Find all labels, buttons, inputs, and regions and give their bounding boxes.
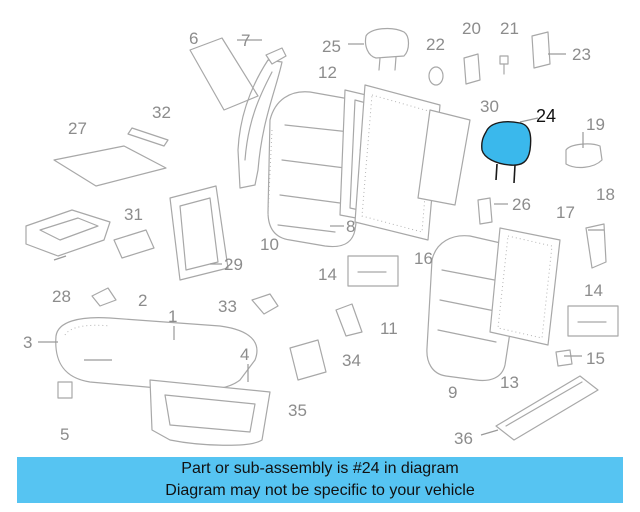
callout-36: 36 — [454, 429, 473, 448]
callout-6: 6 — [189, 29, 198, 48]
part-4-seat-frame — [149, 379, 271, 446]
part-2-clip — [91, 287, 117, 307]
part-18-latch — [585, 223, 607, 269]
callout-30: 30 — [480, 97, 499, 116]
callout-2: 2 — [138, 291, 147, 310]
part-21-bolt — [499, 55, 509, 75]
part-30-backrest-board — [417, 109, 471, 206]
callout-17: 17 — [556, 203, 575, 222]
callout-4: 4 — [240, 345, 249, 364]
leader-lines — [38, 39, 604, 436]
part-23-bracket — [531, 31, 551, 69]
part-31-cover — [113, 229, 155, 259]
part-34-bracket — [335, 303, 363, 337]
part-33-bracket — [251, 293, 279, 315]
callout-3: 3 — [23, 333, 32, 352]
callout-10: 10 — [260, 235, 279, 254]
part-15-clip — [555, 349, 573, 367]
callout-19: 19 — [586, 115, 605, 134]
callout-14a: 14 — [318, 265, 337, 284]
callout-27: 27 — [68, 119, 87, 138]
part-35-bracket — [289, 339, 327, 381]
callout-31: 31 — [124, 205, 143, 224]
part-19-handle — [565, 143, 603, 169]
callout-21: 21 — [500, 19, 519, 38]
callout-5: 5 — [60, 425, 69, 444]
part-7-clip — [265, 47, 287, 65]
callout-15: 15 — [586, 349, 605, 368]
part-29-armrest-frame — [169, 185, 229, 281]
part-5-hook — [57, 381, 73, 399]
callout-12: 12 — [318, 63, 337, 82]
callout-1: 1 — [168, 307, 177, 326]
part-32-strip — [127, 127, 169, 147]
callout-8: 8 — [346, 217, 355, 236]
banner-line-2: Diagram may not be specific to your vehi… — [165, 482, 475, 499]
part-14-fastener-box-1 — [347, 255, 399, 287]
callout-16: 16 — [414, 249, 433, 268]
callout-29: 29 — [224, 255, 243, 274]
callout-14b: 14 — [584, 281, 603, 300]
part-6-bracket-outline — [189, 37, 259, 111]
callout-7: 7 — [241, 31, 250, 50]
callout-28: 28 — [52, 287, 71, 306]
part-17-backrest-frame-right — [489, 227, 561, 346]
callout-18: 18 — [596, 185, 615, 204]
part-36-rail — [495, 375, 599, 441]
callout-26: 26 — [512, 195, 531, 214]
callout-23: 23 — [572, 45, 591, 64]
callout-22: 22 — [426, 35, 445, 54]
part-22-cap — [428, 66, 444, 86]
part-26-bushing — [477, 197, 493, 225]
callout-13: 13 — [500, 373, 519, 392]
part-16-backrest-panel — [354, 84, 441, 241]
info-banner: Part or sub-assembly is #24 in diagram D… — [17, 457, 623, 503]
part-27-pad — [53, 145, 167, 187]
callout-24-highlighted: 24 — [536, 106, 556, 126]
part-25-headrest — [364, 27, 410, 71]
part-14-fastener-box-2 — [567, 305, 619, 337]
callout-32: 32 — [152, 103, 171, 122]
callout-20: 20 — [462, 19, 481, 38]
banner-line-1: Part or sub-assembly is #24 in diagram — [181, 460, 459, 477]
part-24-headrest — [481, 121, 532, 184]
part-28-storage-tray — [25, 209, 111, 257]
callout-9: 9 — [448, 383, 457, 402]
part-20-guide — [463, 53, 481, 85]
callout-25: 25 — [322, 37, 341, 56]
callout-33: 33 — [218, 297, 237, 316]
part-6-side-trim — [237, 59, 283, 189]
callout-35: 35 — [288, 401, 307, 420]
callout-34: 34 — [342, 351, 361, 370]
callouts: 1 2 3 4 5 6 7 8 9 10 11 12 13 14 14 15 1… — [23, 19, 615, 448]
callout-11: 11 — [380, 319, 398, 338]
part-3-seat-cushion-cover — [55, 317, 258, 392]
